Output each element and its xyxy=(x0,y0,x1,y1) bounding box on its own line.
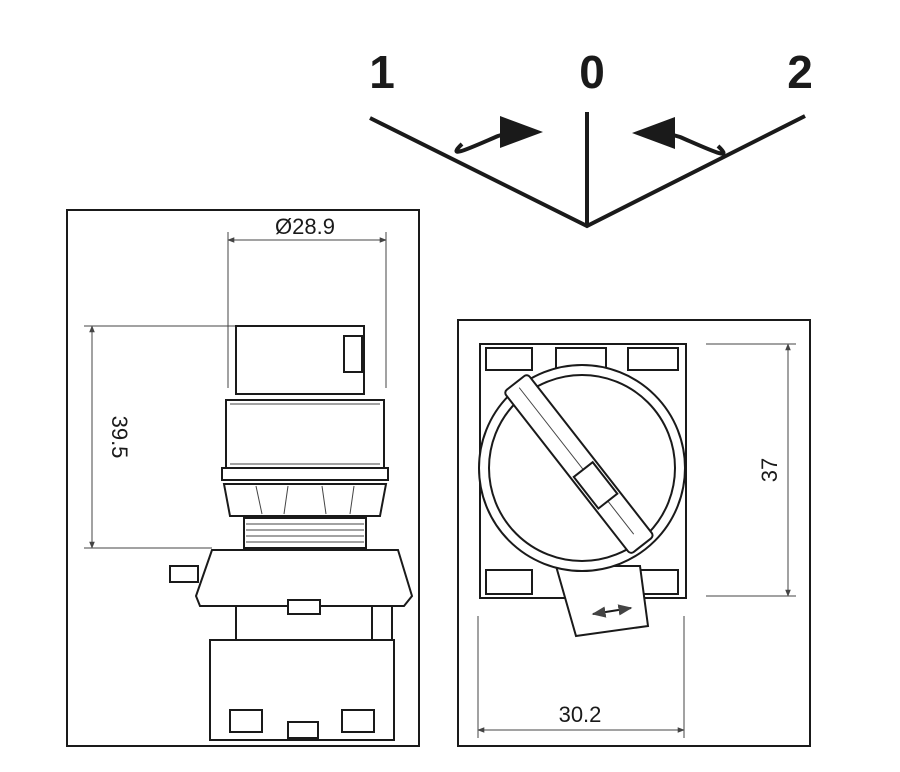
rotation-arrow-left-icon xyxy=(454,116,543,154)
depth-dimension-label: 37 xyxy=(757,458,782,482)
position-label-0: 0 xyxy=(579,46,605,98)
height-dimension-label: 39.5 xyxy=(107,416,132,459)
latch xyxy=(287,599,321,615)
terminal-slot xyxy=(627,347,679,371)
mounting-nut xyxy=(222,483,388,517)
double-arrow-icon xyxy=(591,604,633,618)
side-tab xyxy=(169,565,199,583)
terminal-slot xyxy=(485,347,533,371)
terminal-left xyxy=(229,709,263,733)
terminal-slot xyxy=(485,569,533,595)
terminal-center xyxy=(287,721,319,739)
diameter-dimension-label: Ø28.9 xyxy=(275,214,335,239)
knob-lever xyxy=(504,374,654,554)
width-dimension-label: 30.2 xyxy=(559,702,602,727)
bezel xyxy=(225,399,385,469)
side-view-frame xyxy=(66,209,420,747)
position-diagram: 1 0 2 xyxy=(369,46,813,229)
front-view-frame xyxy=(457,319,811,747)
position-label-2: 2 xyxy=(787,46,813,98)
base-housing xyxy=(194,549,414,607)
front-view: 37 30.2 xyxy=(457,319,811,747)
terminal-right xyxy=(341,709,375,733)
side-view: Ø28.9 39.5 xyxy=(66,209,420,747)
rotation-arrow-right-icon xyxy=(632,117,726,156)
position-label-1: 1 xyxy=(369,46,395,98)
threaded-body xyxy=(243,517,367,549)
knob-cap xyxy=(235,325,365,395)
adjustment-tab xyxy=(554,565,650,638)
bezel-ring xyxy=(221,467,389,481)
knob-indicator xyxy=(343,335,363,373)
